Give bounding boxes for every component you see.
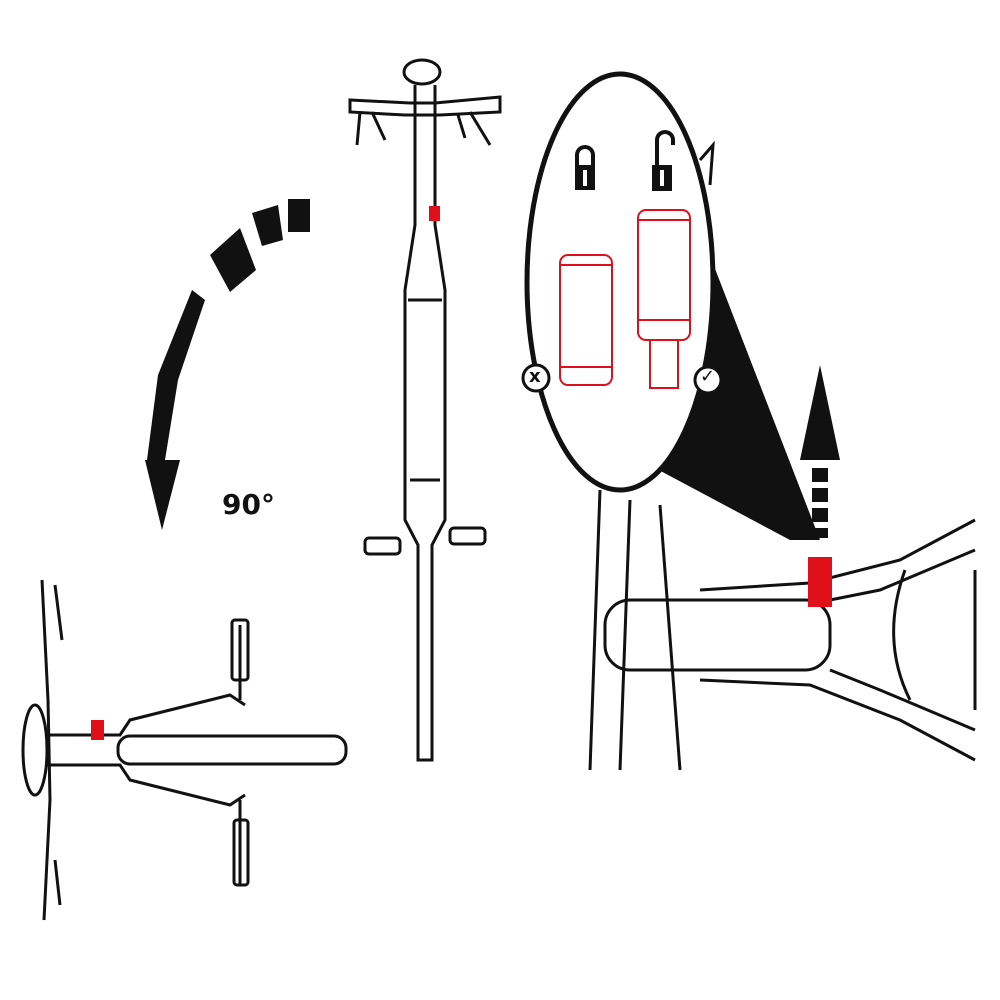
lock-marker-closeup — [808, 557, 832, 607]
cap-locked — [559, 254, 613, 386]
rotation-arrow — [145, 199, 310, 530]
lock-marker-rotated — [91, 720, 104, 740]
wrong-mark-label: x — [529, 366, 541, 387]
rotated-bike — [21, 579, 348, 921]
wrong-mark-icon — [521, 363, 551, 393]
lock-open-icon — [652, 130, 675, 191]
right-mark-label: ✓ — [700, 366, 716, 387]
upright-bike — [348, 58, 502, 762]
cap-unlocked — [637, 209, 691, 389]
lock-marker-upright — [429, 206, 440, 221]
callout-bubble — [524, 71, 716, 493]
closeup-bike — [588, 489, 977, 771]
pull-up-arrow — [800, 365, 840, 538]
lock-closed-icon — [575, 145, 595, 190]
rotation-label: 90° — [222, 488, 275, 521]
right-mark-icon — [693, 365, 723, 395]
